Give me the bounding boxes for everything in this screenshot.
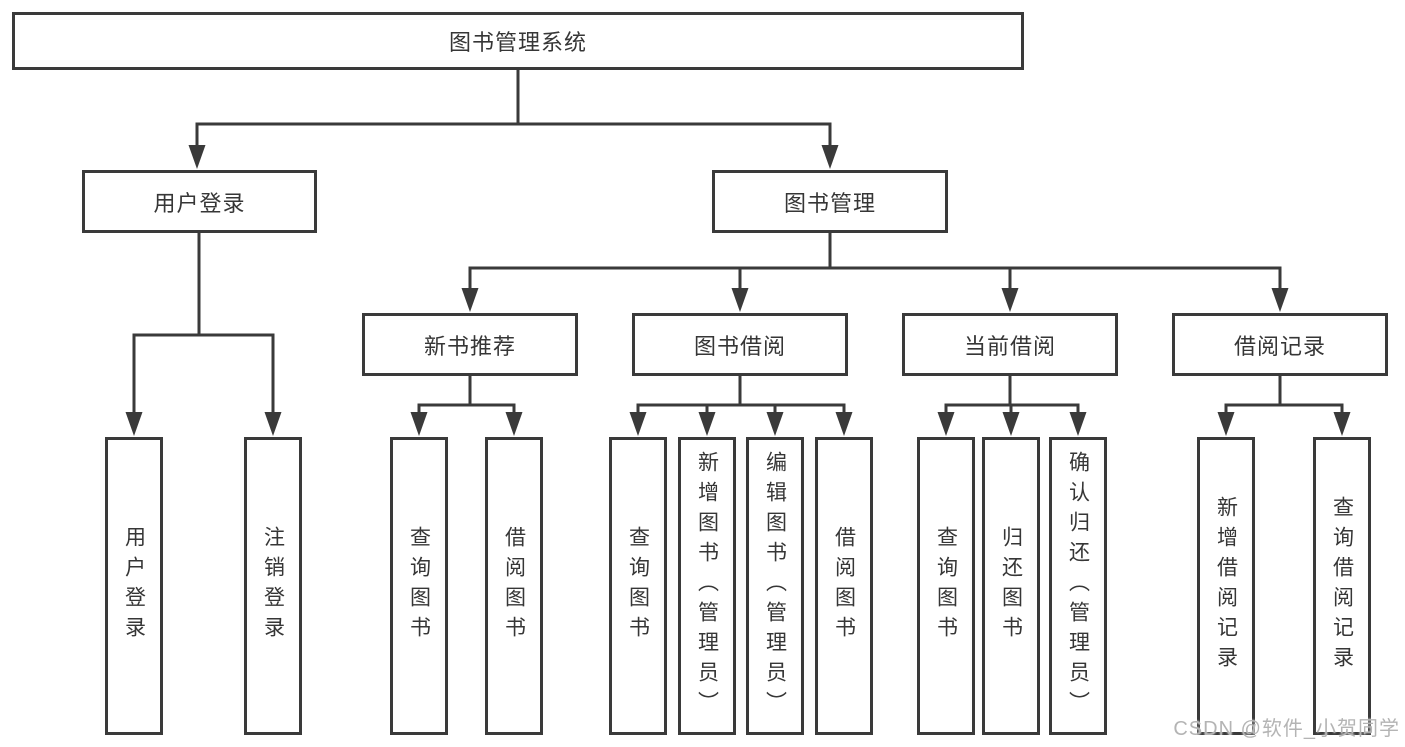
leaf-borrow-books-recommend: 借阅图书: [485, 437, 543, 735]
node-label: 查询图书: [407, 526, 431, 646]
leaf-query-books-recommend: 查询图书: [390, 437, 448, 735]
leaf-query-books-borrow: 查询图书: [609, 437, 667, 735]
node-label: 用户登录: [122, 526, 146, 646]
leaf-query-books-current: 查询图书: [917, 437, 975, 735]
node-label: 借阅图书: [502, 526, 526, 646]
leaf-confirm-return-admin: 确认归还（管理员）: [1049, 437, 1107, 735]
node-label: 新书推荐: [423, 333, 516, 359]
node-current-borrow: 当前借阅: [902, 313, 1118, 376]
node-user-login: 用户登录: [82, 170, 317, 233]
node-label: 查询借阅记录: [1330, 496, 1354, 676]
node-label: 图书借阅: [693, 333, 786, 359]
leaf-add-book-admin: 新增图书（管理员）: [678, 437, 736, 735]
node-label: 编辑图书（管理员）: [763, 451, 787, 721]
node-label: 借阅图书: [832, 526, 856, 646]
leaf-return-book: 归还图书: [982, 437, 1040, 735]
node-label: 查询图书: [934, 526, 958, 646]
node-label: 当前借阅: [963, 333, 1056, 359]
node-label: 归还图书: [999, 526, 1023, 646]
node-book-borrow: 图书借阅: [632, 313, 848, 376]
node-label: 借阅记录: [1233, 333, 1326, 359]
node-label: 查询图书: [626, 526, 650, 646]
node-label: 用户登录: [153, 190, 246, 216]
node-book-management: 图书管理: [712, 170, 948, 233]
node-borrow-records: 借阅记录: [1172, 313, 1388, 376]
csdn-watermark: CSDN @软件_小贺同学: [1173, 718, 1400, 740]
node-label: 新增借阅记录: [1214, 496, 1238, 676]
node-label: 图书管理系统: [448, 30, 587, 55]
leaf-logout: 注销登录: [244, 437, 302, 735]
leaf-query-borrow-record: 查询借阅记录: [1313, 437, 1371, 735]
node-label: 注销登录: [261, 526, 285, 646]
leaf-borrow-books: 借阅图书: [815, 437, 873, 735]
leaf-add-borrow-record: 新增借阅记录: [1197, 437, 1255, 735]
node-library-system: 图书管理系统: [12, 12, 1024, 70]
leaf-edit-book-admin: 编辑图书（管理员）: [746, 437, 804, 735]
leaf-user-login: 用户登录: [105, 437, 163, 735]
node-label: 确认归还（管理员）: [1066, 451, 1090, 721]
node-new-book-recommend: 新书推荐: [362, 313, 578, 376]
node-label: 新增图书（管理员）: [695, 451, 719, 721]
node-label: 图书管理: [783, 190, 876, 216]
